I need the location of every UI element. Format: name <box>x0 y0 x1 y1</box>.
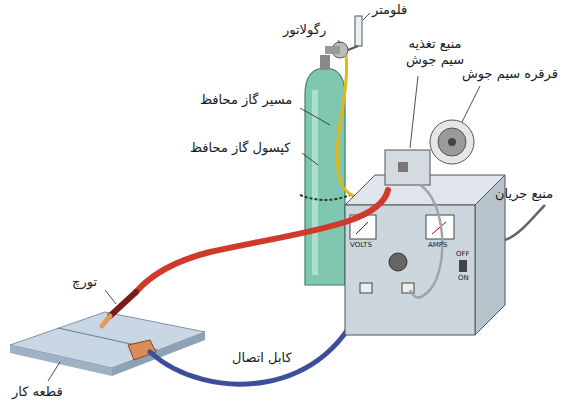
panel-text: VOLTS <box>350 241 372 250</box>
panel-text: ON <box>458 274 469 283</box>
leader-line <box>300 108 330 125</box>
regulator-body <box>325 46 340 54</box>
torch <box>110 292 136 316</box>
feeder-motor <box>398 162 408 172</box>
meter-needle <box>356 222 368 234</box>
power-switch <box>459 260 467 272</box>
part-label: قطعه کار <box>12 384 63 400</box>
workpiece <box>10 312 205 368</box>
part-label: کپسول گاز محافظ <box>190 140 290 156</box>
cylinder-valve <box>320 55 330 70</box>
leader-line <box>462 86 480 122</box>
workpiece-edge <box>112 332 205 376</box>
control-knob <box>389 253 407 271</box>
leader-line <box>338 40 340 43</box>
machine-front <box>345 205 475 335</box>
part-label: رگولاتور <box>283 22 326 38</box>
torch-nozzle <box>102 316 110 326</box>
ground-cable <box>150 292 366 384</box>
part-label: منبع جریان <box>495 186 553 202</box>
leader-line <box>48 362 60 381</box>
part-label: فلومتر <box>372 2 407 18</box>
part-label: کابل اتصال <box>232 350 292 366</box>
torch-cable <box>136 190 388 292</box>
part-label: مسیر گاز محافظ <box>200 92 292 108</box>
part-label: قرقره سیم جوش <box>462 66 558 82</box>
flowmeter-pipe <box>348 46 358 50</box>
ground-clamp <box>128 340 156 360</box>
part-label: منبع تغذیه سیم جوش <box>395 36 475 69</box>
leader-line <box>363 13 370 20</box>
leader-line <box>410 76 418 148</box>
wire-feeder <box>385 150 430 185</box>
panel-text: OFF <box>456 250 470 259</box>
leader-line <box>105 290 116 304</box>
workpiece-edge <box>10 345 112 376</box>
part-label: تورچ <box>72 274 97 290</box>
wire-spool-core <box>438 128 466 156</box>
wire-spool <box>430 120 474 164</box>
flowmeter <box>355 16 362 46</box>
panel-text: AMPS <box>428 241 448 250</box>
leader-line <box>302 153 318 165</box>
spool-hub <box>448 138 456 146</box>
power-cord <box>505 205 545 240</box>
meter-needle <box>432 222 446 234</box>
cylinder-chain <box>300 195 350 200</box>
output-socket <box>360 283 372 293</box>
